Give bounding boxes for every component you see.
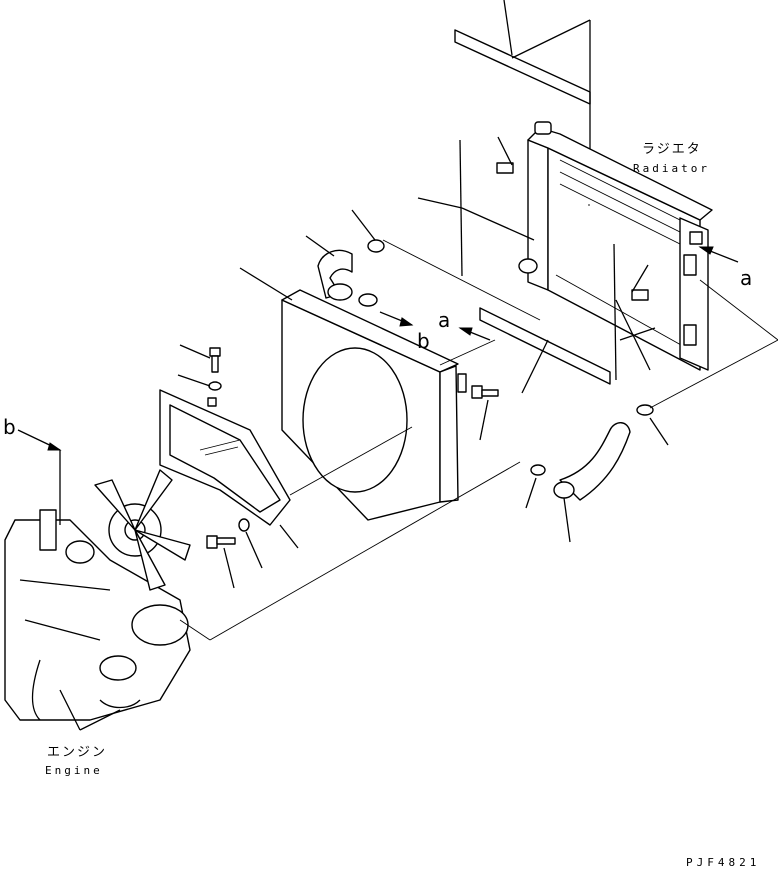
arrow-a-middle xyxy=(458,327,491,341)
ref-b-label-left: b xyxy=(3,415,16,439)
engine-label-en: Engine xyxy=(45,764,103,777)
lower-hose xyxy=(530,404,654,501)
leader-lines xyxy=(59,136,669,731)
fan-guard xyxy=(159,389,291,526)
engine xyxy=(4,469,191,721)
radiator-top-guard xyxy=(454,0,591,206)
ref-a-label-middle: a xyxy=(438,308,450,332)
bolt-top xyxy=(209,347,221,373)
arrow-a-right xyxy=(698,246,739,263)
ref-a-label-right: a xyxy=(740,266,752,290)
drawing-code: PJF4821 xyxy=(686,856,760,869)
washer-top xyxy=(208,381,222,391)
arrow-b-left xyxy=(17,429,62,525)
radiator-label-jp: ラジエタ xyxy=(642,142,702,157)
engine-label-jp: エンジン xyxy=(47,745,107,760)
bolt-lower xyxy=(206,535,236,549)
upper-hose xyxy=(317,239,385,307)
bolt-shroud xyxy=(471,385,499,399)
ref-b-label-middle: b xyxy=(417,329,430,353)
radiator xyxy=(518,121,713,371)
arrow-b-middle xyxy=(379,311,414,327)
fan-shroud xyxy=(281,289,467,521)
radiator-label-en: Radiator xyxy=(633,162,710,175)
alignment-lines xyxy=(179,204,778,641)
washer-lower xyxy=(238,518,250,532)
